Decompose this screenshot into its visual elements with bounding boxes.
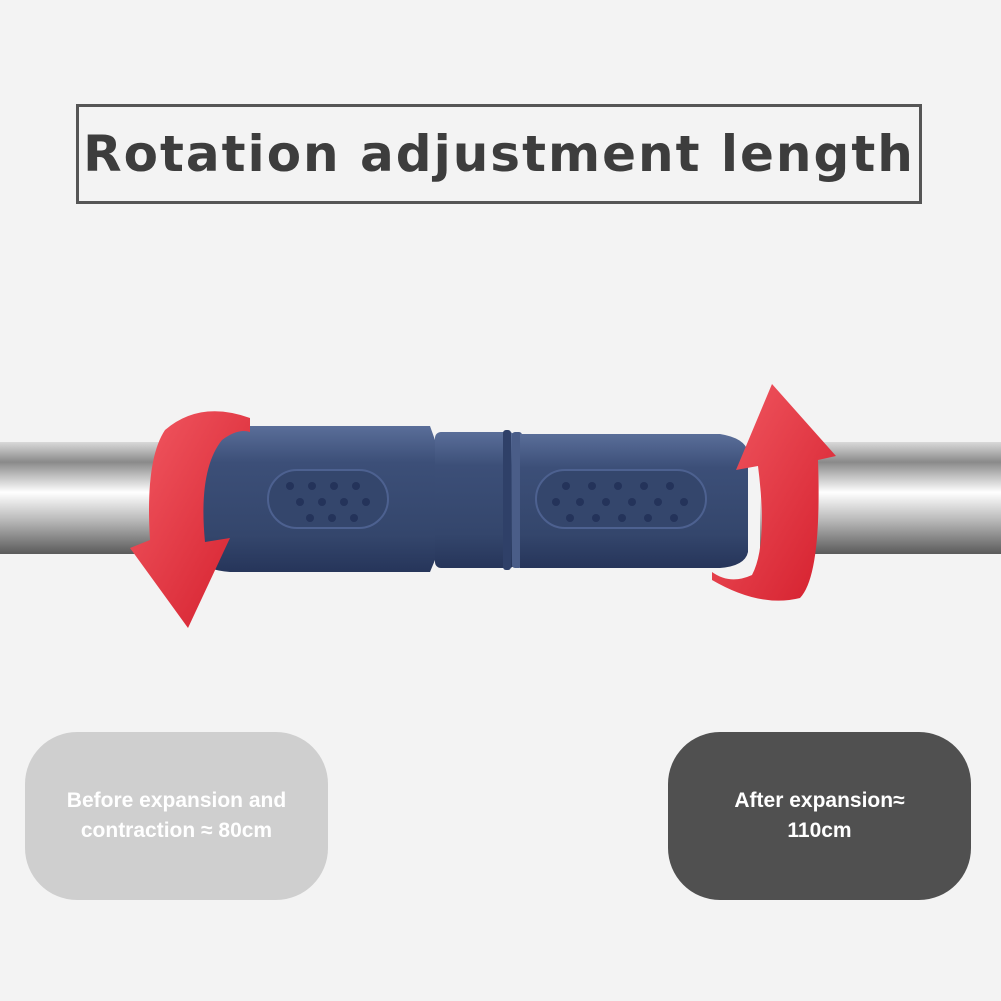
grip-pad-left [267, 469, 389, 529]
grip-joint [435, 432, 515, 568]
before-label-line1: Before expansion and [66, 789, 287, 812]
after-label-line1: After expansion≈ [734, 789, 905, 812]
before-label-line2: contraction ≈ 80cm [80, 819, 273, 842]
rotate-down-arrow-icon [130, 411, 250, 628]
page-title: Rotation adjustment length [83, 125, 915, 183]
before-length-badge: Before expansion and contraction ≈ 80cm [25, 732, 328, 900]
after-label-line2: 110cm [787, 819, 852, 842]
title-box: Rotation adjustment length [76, 104, 922, 204]
grip-pad-right [535, 469, 707, 529]
rotate-up-arrow-icon [712, 384, 836, 601]
bar-illustration [0, 384, 1001, 628]
after-length-badge: After expansion≈ 110cm [668, 732, 971, 900]
